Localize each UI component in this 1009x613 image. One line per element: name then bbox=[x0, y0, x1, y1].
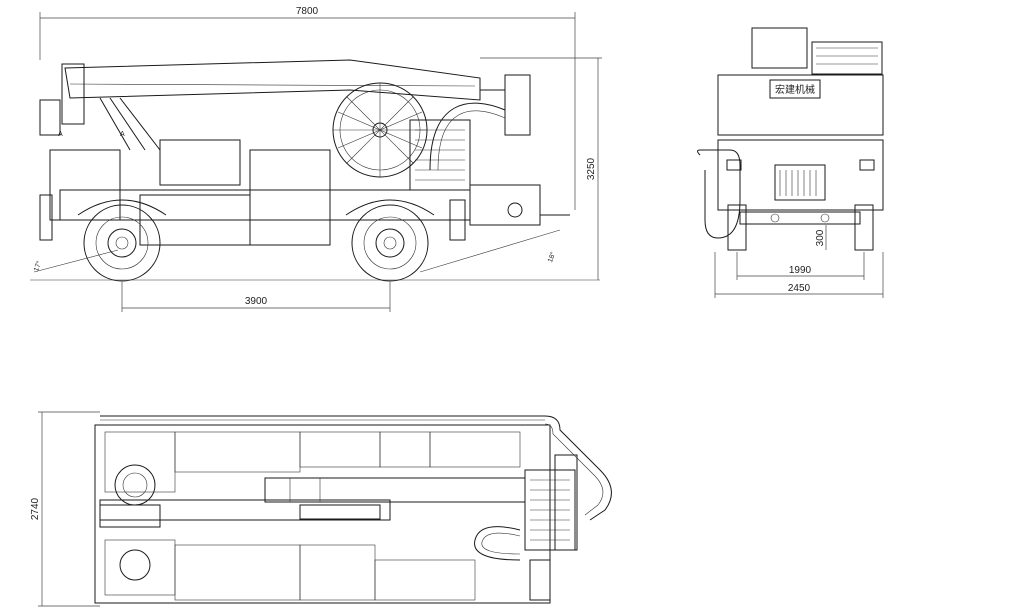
panel-rear-right bbox=[374, 559, 476, 601]
pump-housing bbox=[409, 119, 471, 191]
overall-height-value: 3250 bbox=[586, 157, 597, 180]
boom-head bbox=[99, 504, 161, 528]
rear-grille bbox=[774, 164, 826, 201]
rear-pump-outlet bbox=[469, 184, 541, 226]
side-view: A A 17° 18° 7800 3250 3900 bbox=[30, 6, 602, 312]
plan-hose bbox=[544, 415, 612, 521]
boom-arm bbox=[64, 59, 481, 101]
front-fender bbox=[77, 199, 167, 216]
rear-wheel-left bbox=[727, 204, 747, 251]
section-mark-right: A bbox=[120, 131, 125, 138]
upper-body bbox=[717, 74, 884, 136]
ground-clearance-value: 300 bbox=[815, 229, 826, 246]
wheelbase-value: 3900 bbox=[245, 296, 268, 307]
brand-badge: 宏建机械 bbox=[775, 83, 815, 96]
panel-top-right bbox=[299, 431, 381, 468]
plan-body bbox=[94, 424, 551, 604]
plan-hose-coil bbox=[474, 526, 521, 561]
rear-fender bbox=[345, 199, 435, 216]
brand-plate bbox=[769, 79, 821, 99]
boom-support-b bbox=[109, 97, 146, 151]
overall-width-value: 2450 bbox=[788, 283, 811, 294]
rear-machinery bbox=[524, 469, 576, 551]
panel-top-mid bbox=[174, 431, 301, 473]
rear-stabilizer bbox=[449, 199, 466, 241]
plan-view: 2740 bbox=[30, 411, 612, 607]
rear-plate bbox=[717, 139, 884, 211]
top-engine bbox=[751, 27, 808, 69]
section-mark-left: A bbox=[58, 131, 63, 138]
dim-ground-clearance: 300 bbox=[815, 225, 827, 250]
hydraulic-tank bbox=[249, 149, 331, 246]
rear-wheel bbox=[351, 204, 429, 282]
turret-lower bbox=[119, 549, 151, 581]
side-hose bbox=[697, 149, 741, 239]
front-wheel bbox=[83, 204, 161, 282]
rear-axle bbox=[739, 211, 861, 225]
front-bracket bbox=[39, 99, 61, 136]
dim-overall-width: 2450 bbox=[714, 252, 884, 298]
dim-overall-length: 7800 bbox=[39, 6, 576, 210]
rear-light-left bbox=[726, 159, 742, 171]
front-stabilizer bbox=[39, 194, 53, 241]
track-width-value: 1990 bbox=[789, 265, 812, 276]
departure-angle-label: 18° bbox=[546, 251, 557, 264]
nozzle-head bbox=[504, 74, 531, 136]
operator-console bbox=[159, 139, 241, 186]
overall-length-value: 7800 bbox=[296, 6, 319, 17]
top-cooler bbox=[811, 41, 883, 75]
plan-width-value: 2740 bbox=[30, 497, 41, 520]
departure-angle-line bbox=[419, 229, 561, 273]
dim-plan-width: 2740 bbox=[30, 411, 100, 607]
rear-light-right bbox=[859, 159, 875, 171]
plan-pump-tube bbox=[264, 477, 526, 503]
rear-step bbox=[529, 559, 551, 601]
panel-rear-left bbox=[104, 539, 176, 596]
hose-line bbox=[429, 102, 506, 171]
dim-overall-height: 3250 bbox=[480, 57, 602, 280]
approach-angle-line bbox=[33, 249, 119, 273]
boom-support-c bbox=[119, 97, 161, 151]
rear-view: 宏建机械 300 1990 bbox=[697, 27, 884, 298]
turret bbox=[114, 464, 156, 506]
dim-track-width: 1990 bbox=[736, 252, 865, 280]
dim-wheelbase: 3900 bbox=[121, 282, 391, 312]
boom-pivot bbox=[61, 63, 85, 125]
rear-wheel-right bbox=[854, 204, 874, 251]
boom-support-a bbox=[99, 97, 131, 151]
approach-angle-label: 17° bbox=[32, 260, 43, 273]
front-column bbox=[49, 149, 121, 221]
